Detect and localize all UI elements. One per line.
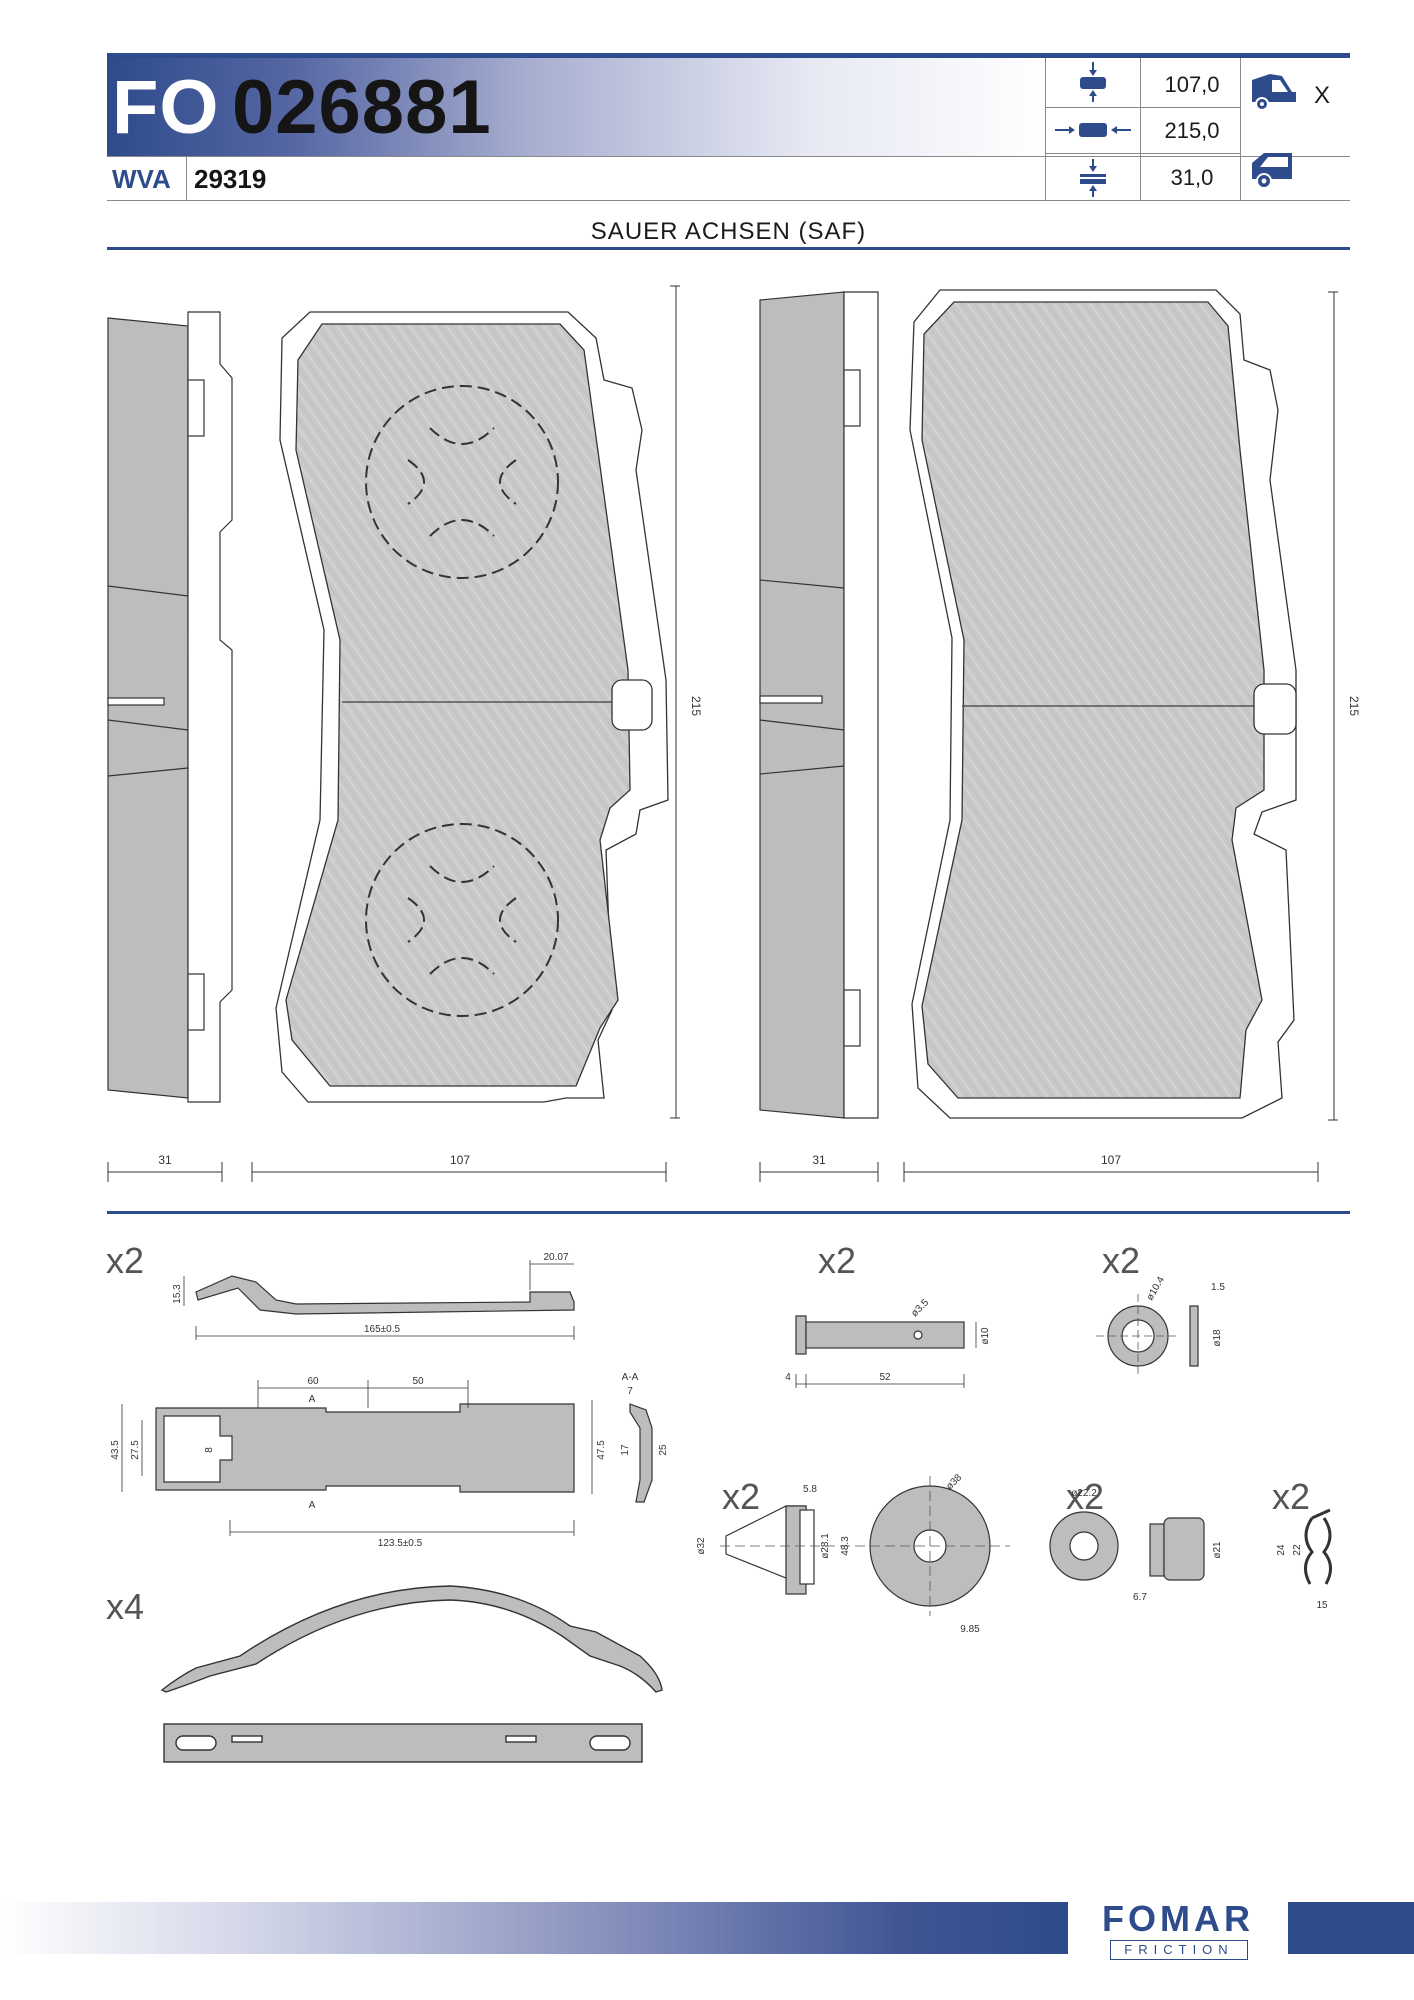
maker-rule xyxy=(107,247,1350,250)
r-clip-dim-24: 24 xyxy=(1276,1544,1287,1556)
truck-front-icon xyxy=(1252,74,1296,111)
washer-dim-15: 1.5 xyxy=(1211,1282,1225,1293)
spring-clip-qty: x4 xyxy=(106,1586,145,1627)
brand-subtitle: FRICTION xyxy=(1110,1940,1248,1960)
header-top-rule xyxy=(107,53,1350,58)
spring-plate-qty: x2 xyxy=(106,1240,145,1281)
spring-plate-dim-27: 27.5 xyxy=(130,1440,141,1460)
spring-plate-dim-20: 20.07 xyxy=(543,1252,568,1263)
section-dim-7: 7 xyxy=(627,1386,633,1397)
pin-dim-52: 52 xyxy=(879,1372,891,1383)
washer-dim-d18: ø18 xyxy=(1212,1329,1223,1347)
pin-dim-4: 4 xyxy=(785,1372,791,1383)
pin-qty: x2 xyxy=(818,1240,857,1281)
brand-logo: FOMAR xyxy=(1102,1898,1254,1939)
spring-plate-dim-60: 60 xyxy=(307,1376,319,1387)
spring-plate-top xyxy=(155,1403,575,1493)
bushing-dim-d21: ø21 xyxy=(1212,1541,1223,1559)
truck-rear-icon xyxy=(1252,153,1292,189)
accessory-drawings: 20.07 15.3 165±0.5 60 50 A A A-A 7 43.5 … xyxy=(110,1252,1332,1763)
application-mark: X xyxy=(1314,82,1331,109)
spec-divider-2 xyxy=(1140,58,1141,200)
pin xyxy=(795,1315,965,1355)
right-pad-side-view xyxy=(759,291,879,1119)
section-dim-25: 25 xyxy=(658,1444,669,1456)
section-mark-bottom: A xyxy=(309,1500,316,1511)
left-height-dim: 215 xyxy=(689,696,703,716)
retainer-dim-985: 9.85 xyxy=(960,1624,980,1635)
pin-dim-d10: ø10 xyxy=(980,1327,991,1345)
washer-dim-d10: ø10.4 xyxy=(1145,1275,1168,1303)
wva-label: WVA xyxy=(112,164,171,194)
spec-length-value: 215,0 xyxy=(1164,118,1220,143)
left-pad-face-view xyxy=(275,311,669,1103)
spring-plate-dim-123: 123.5±0.5 xyxy=(378,1538,423,1549)
header-bottom-line xyxy=(107,200,1350,201)
r-clip-dim-15: 15 xyxy=(1316,1600,1328,1611)
footer-block xyxy=(1288,1902,1414,1954)
spring-clip xyxy=(160,1585,663,1763)
title-band xyxy=(107,58,1045,156)
retainer-qty: x2 xyxy=(722,1476,761,1517)
spring-plate-dim-8: 8 xyxy=(204,1447,215,1453)
spring-plate-dim-43: 43.5 xyxy=(110,1440,121,1460)
left-width-dim: 107 xyxy=(450,1153,470,1167)
spec-width-value: 107,0 xyxy=(1164,72,1220,97)
wva-divider xyxy=(186,156,187,200)
spec-row-line-1 xyxy=(1045,107,1240,108)
spec-divider-1 xyxy=(1045,58,1046,200)
bushing xyxy=(1049,1511,1205,1581)
part-prefix: FO xyxy=(112,65,220,150)
left-thickness-dim: 31 xyxy=(158,1153,172,1167)
spring-plate-dim-165: 165±0.5 xyxy=(364,1324,401,1335)
right-pad-face-view xyxy=(909,289,1297,1119)
spring-plate-side xyxy=(195,1275,575,1315)
spec-row-line-2 xyxy=(1045,153,1240,154)
retainer-dim-d32: ø32 xyxy=(696,1537,707,1555)
wva-number: 29319 xyxy=(194,164,267,194)
retainer-dim-48: 48.3 xyxy=(840,1536,851,1556)
spring-plate-dim-15: 15.3 xyxy=(172,1284,183,1304)
pad-length-icon xyxy=(1055,123,1131,137)
r-clip-dim-22: 22 xyxy=(1292,1544,1303,1556)
bushing-dim-d22: ø22.2 xyxy=(1071,1488,1097,1499)
pad-thickness-icon xyxy=(1080,159,1106,197)
section-view xyxy=(629,1403,653,1503)
section-label: A-A xyxy=(622,1372,639,1383)
r-clip-qty: x2 xyxy=(1272,1476,1311,1517)
pin-dim-d35: ø3.5 xyxy=(909,1297,931,1319)
part-number: 026881 xyxy=(232,65,492,150)
right-height-dim: 215 xyxy=(1347,696,1361,716)
spec-divider-3 xyxy=(1240,58,1241,200)
right-width-dim: 107 xyxy=(1101,1153,1121,1167)
accessories-rule xyxy=(107,1211,1350,1214)
section-dim-17: 17 xyxy=(620,1444,631,1456)
pad-width-icon xyxy=(1080,62,1106,102)
bushing-qty: x2 xyxy=(1066,1476,1105,1517)
r-clip xyxy=(1304,1508,1332,1585)
section-mark-top: A xyxy=(309,1394,316,1405)
spring-plate-dim-47: 47.5 xyxy=(596,1440,607,1460)
left-pad-side-view xyxy=(107,311,233,1103)
right-thickness-dim: 31 xyxy=(812,1153,826,1167)
header-divider xyxy=(107,156,1350,157)
spring-plate-dim-50: 50 xyxy=(412,1376,424,1387)
bushing-dim-67: 6.7 xyxy=(1133,1592,1147,1603)
footer-gradient xyxy=(0,1902,1068,1954)
pad-drawings: 215 31 107 215 31 107 xyxy=(107,285,1361,1182)
spec-thickness-value: 31,0 xyxy=(1170,165,1214,190)
washer-qty: x2 xyxy=(1102,1240,1141,1281)
vehicle-maker: SAUER ACHSEN (SAF) xyxy=(590,218,867,245)
retainer-dim-d28: ø28.1 xyxy=(820,1533,831,1559)
retainer-dim-58: 5.8 xyxy=(803,1484,817,1495)
